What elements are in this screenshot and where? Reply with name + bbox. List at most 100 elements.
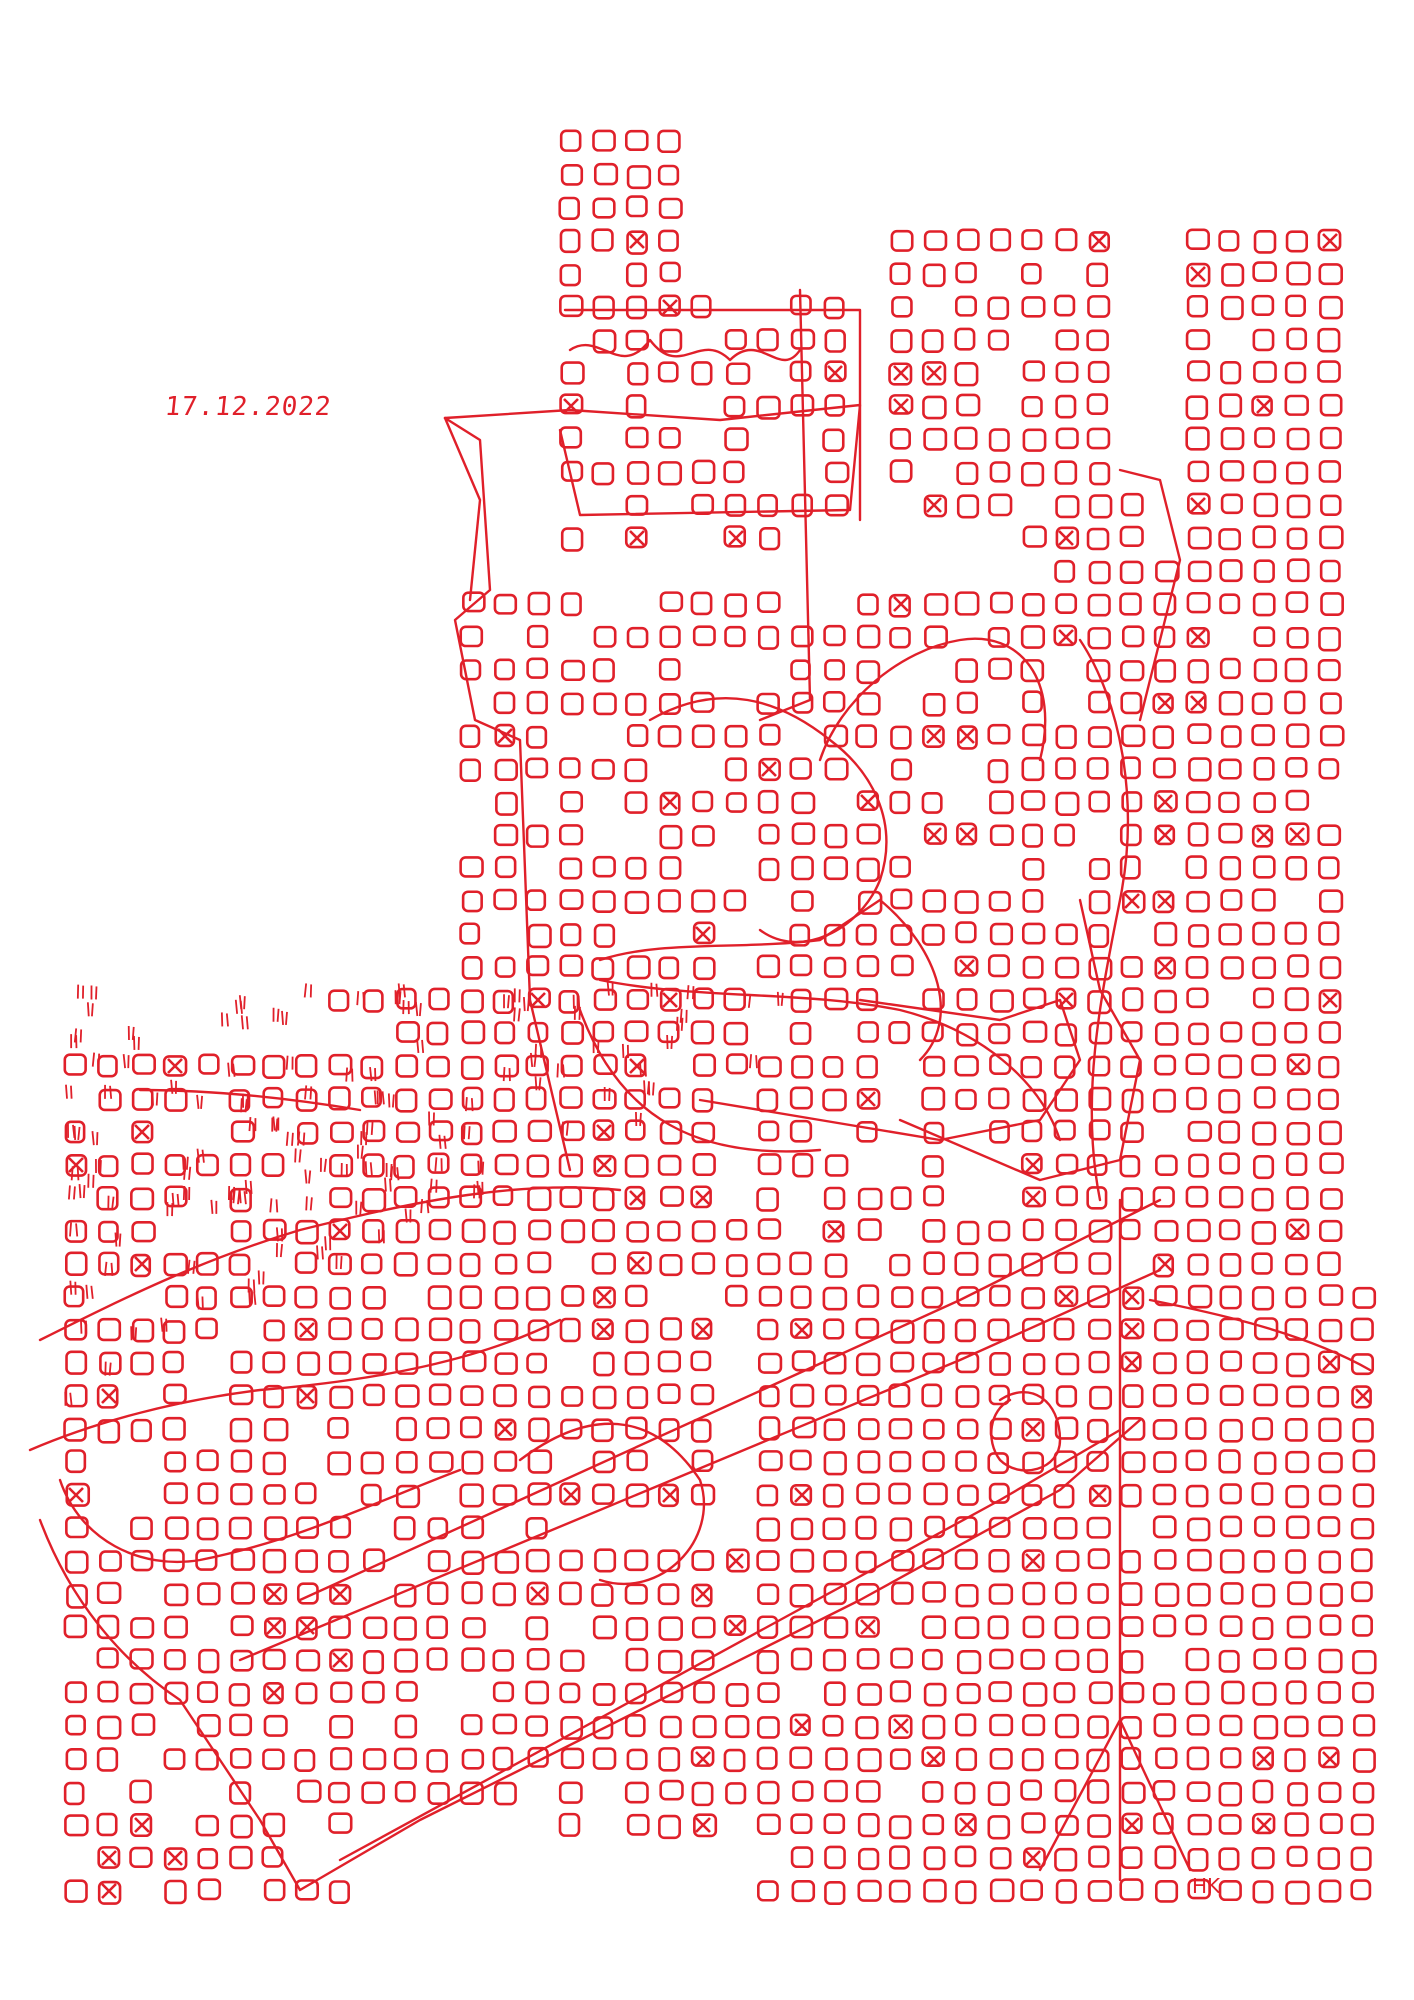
glyph-cross <box>893 365 909 381</box>
glyph-box <box>1186 987 1209 1009</box>
glyph-box <box>1055 228 1078 252</box>
glyph-box <box>1055 1748 1079 1770</box>
glyph-box <box>1286 494 1311 519</box>
glyph-box <box>1154 1022 1179 1046</box>
glyph-box <box>855 1716 879 1740</box>
glyph-box <box>1054 1251 1078 1274</box>
glyph-box <box>1021 1418 1045 1442</box>
glyph-box <box>426 1417 450 1440</box>
glyph-box <box>824 360 847 383</box>
glyph-box <box>789 757 812 780</box>
glyph-box <box>559 1086 583 1109</box>
hatch-mark <box>390 1166 400 1181</box>
glyph-box <box>989 591 1013 614</box>
glyph-box <box>459 1483 484 1508</box>
glyph-box <box>823 1186 846 1210</box>
glyph-box <box>1252 592 1276 617</box>
hatch-mark <box>160 1317 168 1332</box>
glyph-box <box>791 822 816 845</box>
glyph-box <box>329 1715 354 1739</box>
glyph-box <box>789 1021 812 1045</box>
glyph-box <box>658 1649 683 1674</box>
glyph-box <box>723 1021 749 1046</box>
glyph-box <box>559 228 581 254</box>
glyph-box <box>756 954 781 979</box>
glyph-box <box>956 1650 982 1675</box>
glyph-box <box>1253 1648 1277 1670</box>
glyph-box <box>1284 1748 1306 1773</box>
glyph-box <box>131 1087 154 1111</box>
glyph-box <box>362 1218 385 1244</box>
glyph-box <box>1185 426 1210 451</box>
glyph-box <box>1021 593 1045 617</box>
glyph-box <box>1022 428 1047 452</box>
glyph-box <box>724 757 747 782</box>
glyph-box <box>494 1054 520 1078</box>
glyph-box <box>987 329 1009 351</box>
glyph-box <box>1022 1218 1044 1242</box>
glyph-box <box>198 1053 220 1075</box>
glyph-box <box>822 1714 844 1737</box>
glyph-cross <box>596 1322 612 1338</box>
glyph-cross <box>959 959 975 975</box>
glyph-box <box>1055 593 1078 614</box>
glyph-cross <box>1091 1487 1107 1503</box>
glyph-box <box>691 1088 714 1113</box>
hatch-mark <box>104 1261 114 1276</box>
glyph-box <box>1086 527 1110 551</box>
hatch-mark <box>355 1200 363 1215</box>
glyph-box <box>493 1781 517 1806</box>
glyph-box <box>527 1319 550 1342</box>
glyph-box <box>63 1614 88 1639</box>
glyph-cross <box>1289 1058 1305 1074</box>
glyph-box <box>1120 1682 1145 1704</box>
glyph-box <box>1350 1353 1375 1376</box>
hatch-mark <box>296 1131 306 1146</box>
glyph-box <box>957 228 980 251</box>
glyph-box <box>196 1517 219 1541</box>
glyph-box <box>393 1616 417 1641</box>
glyph-box <box>329 1187 353 1209</box>
glyph-box <box>428 987 450 1011</box>
glyph-box <box>297 1121 319 1145</box>
glyph-box <box>1286 1845 1308 1867</box>
hatch-mark <box>187 1259 196 1274</box>
glyph-box <box>923 1418 945 1440</box>
hatch-mark <box>114 1232 122 1247</box>
glyph-cross <box>299 1388 315 1404</box>
hatch-mark <box>210 1199 218 1214</box>
glyph-box <box>791 890 814 912</box>
glyph-box <box>1254 1317 1279 1341</box>
glyph-box <box>922 263 946 288</box>
glyph-box <box>1088 560 1111 585</box>
glyph-box <box>789 1449 812 1471</box>
glyph-box <box>1152 1483 1177 1506</box>
glyph-box <box>164 1681 189 1705</box>
glyph-box <box>891 296 913 318</box>
glyph-box <box>1152 725 1175 749</box>
glyph-box <box>263 1583 288 1605</box>
glyph-box <box>756 395 781 420</box>
glyph-box <box>97 1317 122 1342</box>
glyph-box <box>591 462 615 486</box>
hatch-mark <box>402 1000 410 1015</box>
glyph-box <box>791 625 814 648</box>
glyph-box <box>822 1088 847 1112</box>
glyph-box <box>327 1252 352 1276</box>
glyph-box <box>1087 295 1111 318</box>
glyph-box <box>1219 559 1243 583</box>
glyph-box <box>824 394 846 417</box>
glyph-box <box>824 1253 848 1278</box>
glyph-box <box>329 1583 352 1605</box>
glyph-box <box>526 1581 549 1606</box>
glyph-box <box>1023 1847 1046 1869</box>
glyph-box <box>1252 1155 1275 1180</box>
glyph-box <box>1218 1449 1241 1474</box>
glyph-cross <box>695 1751 711 1767</box>
glyph-box <box>261 1152 285 1177</box>
glyph-box <box>822 1483 844 1508</box>
glyph-box <box>1021 1748 1044 1772</box>
glyph-box <box>1055 394 1077 419</box>
glyph-box <box>1352 1649 1377 1675</box>
glyph-box <box>426 1647 448 1671</box>
